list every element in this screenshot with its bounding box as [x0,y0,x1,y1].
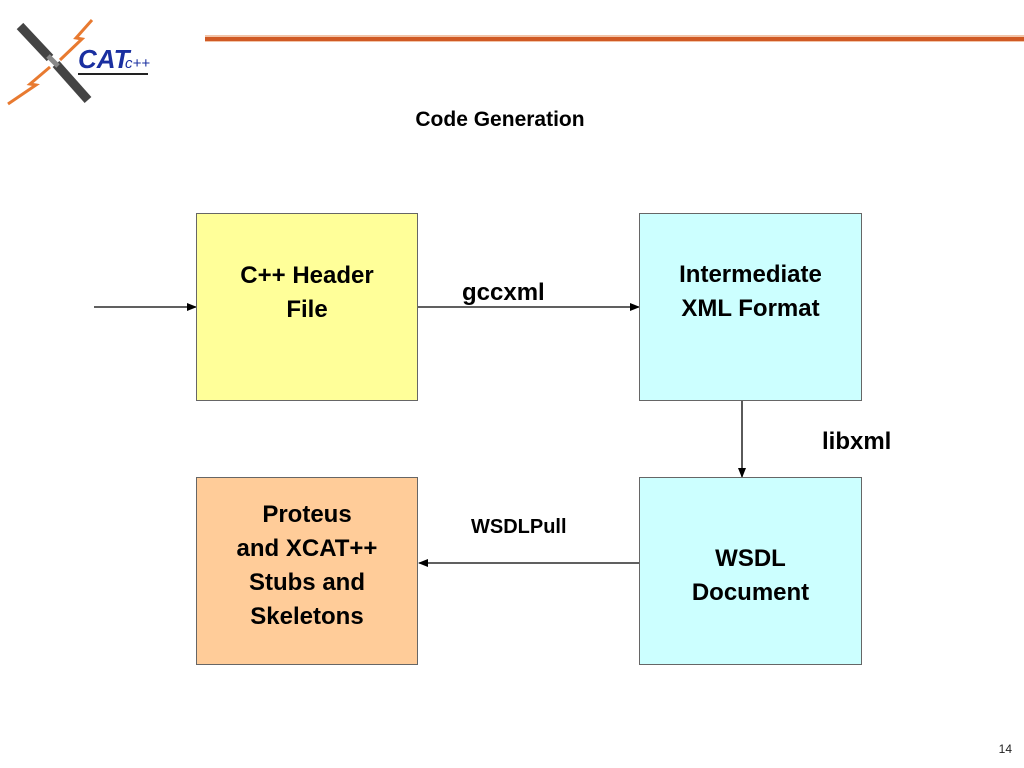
cable-lower-icon [52,61,92,103]
logo-text-sub: c++ [125,55,150,72]
page-number: 14 [998,742,1012,756]
node-cpp-header: C++ Header File [196,213,418,401]
header-rule-accent [205,37,1024,41]
node-proteus-stubs: Proteus and XCAT++ Stubs and Skeletons [196,477,418,665]
edge-label-libxml: libxml [822,428,892,455]
node-wsdl-document: WSDL Document [639,477,862,665]
node-intermediate-xml-label: Intermediate XML Format [679,261,822,322]
xcat-logo-icon: CAT c++ [7,19,150,106]
node-wsdl-document-label: WSDL Document [691,545,810,606]
node-intermediate-xml: Intermediate XML Format [639,213,862,401]
node-proteus-stubs-label: Proteus and XCAT++ Stubs and Skeletons [236,501,378,630]
xcat-logo: CAT c++ [0,12,160,112]
lightning-lower-icon [7,65,51,106]
edge-label-wsdlpull: WSDLPull [471,516,567,538]
lightning-upper-icon [58,19,94,62]
slide-title: Code Generation [415,108,585,131]
node-cpp-header-label: C++ Header File [240,262,374,323]
logo-text-main: CAT [78,44,132,74]
edge-label-gccxml: gccxml [462,279,545,306]
cable-upper-icon [16,22,54,62]
